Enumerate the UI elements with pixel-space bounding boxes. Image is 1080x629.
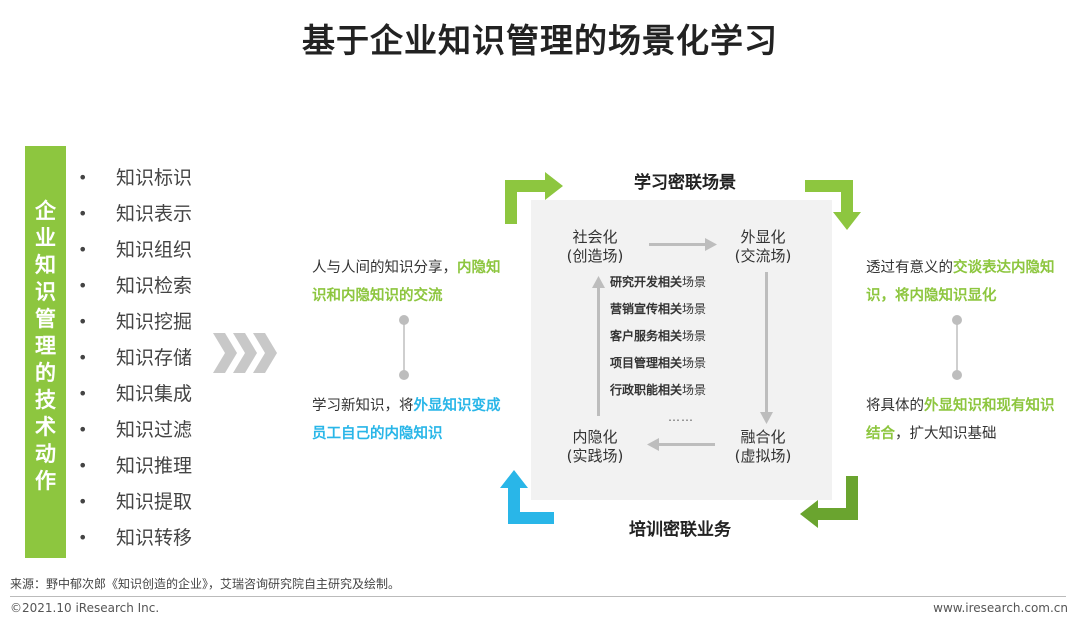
quadrant-externalization: 外显化 (交流场) — [713, 228, 813, 266]
list-item: • 知识表示 — [76, 196, 236, 232]
scene-bold: 营销宣传相关 — [610, 302, 683, 316]
footer-divider — [10, 596, 1066, 597]
corner-arrow-bottom-right-icon — [800, 476, 858, 528]
desc-highlight: 外显知识变成员工自己的内隐知识 — [312, 398, 501, 442]
bullet: • — [78, 312, 88, 331]
corner-arrow-top-left-icon — [505, 172, 563, 224]
quadrant-subtitle: (实践场) — [566, 447, 624, 465]
scene-suffix: 场景 — [682, 383, 707, 397]
connector-dot — [399, 315, 409, 325]
quadrant-title: 社会化 — [572, 228, 618, 246]
list-item: • 知识标识 — [76, 160, 236, 196]
bullet: • — [78, 492, 88, 511]
desc-text: ，扩大知识基础 — [895, 426, 997, 442]
cycle-bottom-label: 培训密联业务 — [629, 520, 731, 540]
list-item-label: 知识存储 — [116, 347, 193, 369]
connector-dot — [952, 370, 962, 380]
bullet: • — [78, 348, 88, 367]
scene-suffix: 场景 — [682, 302, 707, 316]
scene-item: 营销宣传相关场景 — [610, 300, 760, 327]
scene-bold: 客户服务相关 — [610, 329, 683, 343]
bullet: • — [78, 204, 88, 223]
connector-line — [956, 320, 958, 376]
quadrant-subtitle: (交流场) — [734, 247, 792, 265]
quadrant-subtitle: (创造场) — [566, 247, 624, 265]
scene-item: 项目管理相关场景 — [610, 354, 760, 381]
list-item: • 知识检索 — [76, 268, 236, 304]
scene-suffix: 场景 — [682, 329, 707, 343]
list-item: • 知识推理 — [76, 448, 236, 484]
list-item: • 知识过滤 — [76, 412, 236, 448]
quadrant-internalization: 内隐化 (实践场) — [545, 428, 645, 466]
vertical-label-text: 企业知识管理的技术动作 — [35, 199, 56, 493]
desc-highlight: 交谈表达内隐知识，将内隐知识显化 — [866, 260, 1055, 304]
list-item-label: 知识转移 — [116, 527, 193, 549]
quadrant-combination: 融合化 (虚拟场) — [713, 428, 813, 466]
left-bottom-description: 学习新知识，将外显知识变成员工自己的内隐知识 — [312, 392, 502, 448]
scene-item: 研究开发相关场景 — [610, 273, 760, 300]
vertical-label-bar: 企业知识管理的技术动作 — [25, 146, 66, 558]
left-top-description: 人与人间的知识分享，内隐知识和内隐知识的交流 — [312, 254, 502, 310]
scene-suffix: 场景 — [682, 356, 707, 370]
quadrant-title: 融合化 — [740, 428, 786, 446]
desc-text: 将具体的 — [866, 398, 924, 414]
bullet: • — [78, 456, 88, 475]
list-item: • 知识转移 — [76, 520, 236, 556]
right-top-description: 透过有意义的交谈表达内隐知识，将内隐知识显化 — [866, 254, 1056, 310]
bullet: • — [78, 420, 88, 439]
right-bottom-description: 将具体的外显知识和现有知识结合，扩大知识基础 — [866, 392, 1056, 448]
quadrant-title: 外显化 — [740, 228, 786, 246]
list-item: • 知识提取 — [76, 484, 236, 520]
cycle-center-box — [531, 200, 832, 500]
connector-dot — [952, 315, 962, 325]
list-item-label: 知识检索 — [116, 275, 193, 297]
desc-text: 学习新知识，将 — [312, 398, 414, 414]
list-item-label: 知识标识 — [116, 167, 193, 189]
desc-highlight: 外显知识和现有知识结合 — [866, 398, 1055, 442]
copyright: ©2021.10 iResearch Inc. — [10, 601, 160, 615]
list-item-label: 知识挖掘 — [116, 311, 193, 333]
website-link[interactable]: www.iresearch.com.cn — [933, 601, 1068, 615]
list-item-label: 知识集成 — [116, 383, 193, 405]
connector-line — [403, 320, 405, 376]
bullet: • — [78, 276, 88, 295]
list-item: • 知识挖掘 — [76, 304, 236, 340]
corner-arrow-top-right-icon — [805, 180, 861, 230]
bullet: • — [78, 528, 88, 547]
source-note: 来源：野中郁次郎《知识创造的企业》，艾瑞咨询研究院自主研究及绘制。 — [10, 577, 401, 591]
scene-list: 研究开发相关场景 营销宣传相关场景 客户服务相关场景 项目管理相关场景 行政职能… — [610, 273, 760, 408]
list-item-label: 知识表示 — [116, 203, 193, 225]
desc-text: 人与人间的知识分享， — [312, 260, 457, 276]
scene-bold: 行政职能相关 — [610, 383, 683, 397]
cycle-top-label: 学习密联场景 — [634, 173, 736, 193]
list-item-label: 知识过滤 — [116, 419, 193, 441]
corner-arrow-bottom-left-icon — [500, 470, 554, 524]
page-title: 基于企业知识管理的场景化学习 — [302, 21, 778, 60]
connector-dot — [399, 370, 409, 380]
bullet: • — [78, 168, 88, 187]
quadrant-subtitle: (虚拟场) — [734, 447, 792, 465]
scene-bold: 研究开发相关 — [610, 275, 683, 289]
inner-cycle-arrows — [592, 238, 773, 451]
desc-highlight: 内隐知识和内隐知识的交流 — [312, 260, 501, 304]
list-item-label: 知识组织 — [116, 239, 193, 261]
list-item-label: 知识推理 — [116, 455, 193, 477]
scene-bold: 项目管理相关 — [610, 356, 683, 370]
scene-item: 客户服务相关场景 — [610, 327, 760, 354]
chevron-right-icon — [213, 333, 277, 373]
desc-text: 透过有意义的 — [866, 260, 953, 276]
bullet: • — [78, 240, 88, 259]
bullet: • — [78, 384, 88, 403]
scene-suffix: 场景 — [682, 275, 707, 289]
scene-ellipsis: …… — [668, 410, 694, 424]
quadrant-socialization: 社会化 (创造场) — [545, 228, 645, 266]
list-item: • 知识集成 — [76, 376, 236, 412]
quadrant-title: 内隐化 — [572, 428, 618, 446]
knowledge-action-list: • 知识标识 • 知识表示 • 知识组织 • 知识检索 • 知识挖掘 • 知识存储 • 知识集… — [76, 160, 236, 556]
list-item: • 知识存储 — [76, 340, 236, 376]
list-item: • 知识组织 — [76, 232, 236, 268]
list-item-label: 知识提取 — [116, 491, 193, 513]
scene-item: 行政职能相关场景 — [610, 381, 760, 408]
